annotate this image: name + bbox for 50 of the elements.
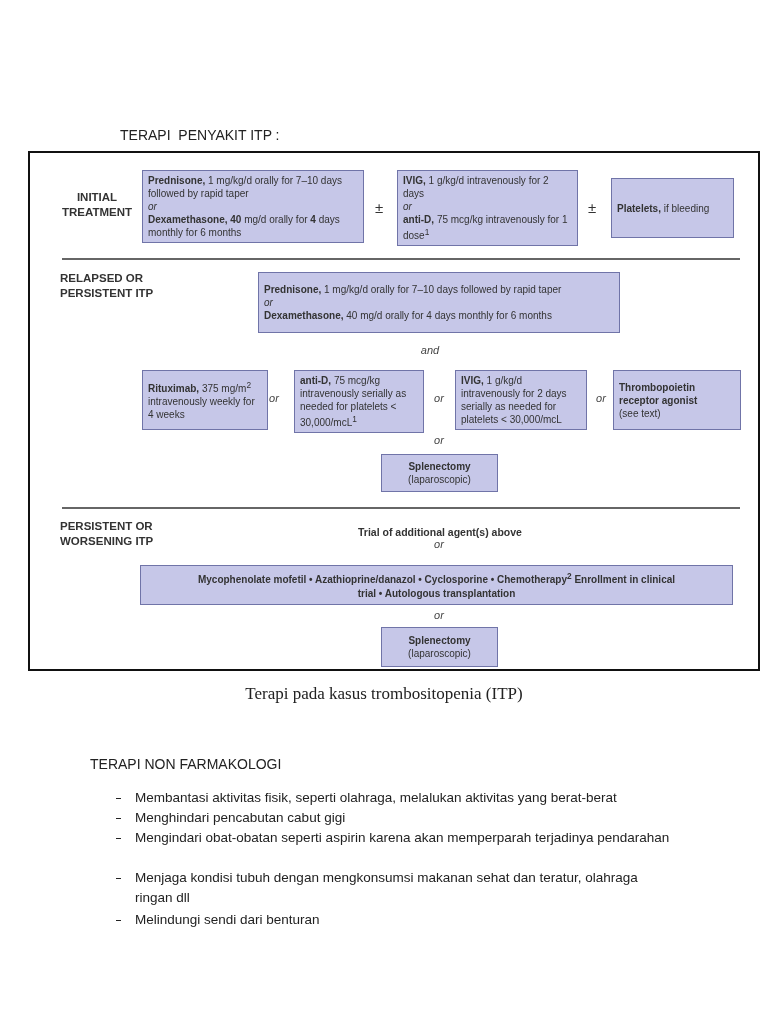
figure-caption: Terapi pada kasus trombositopenia (ITP): [244, 684, 524, 704]
section-heading: INITIAL TREATMENT: [60, 190, 134, 220]
conjunction-text: or: [433, 609, 445, 621]
conjunction-text: or: [433, 538, 445, 550]
conjunction-text: or: [433, 392, 445, 404]
list-item: Membantasi aktivitas fisik, seperti olahraga, melalukan aktivitas yang berat-berat: [135, 789, 618, 807]
treatment-box: [258, 272, 620, 333]
section-heading: RELAPSED OR PERSISTENT ITP: [60, 271, 155, 301]
conjunction-text: or: [403, 200, 413, 213]
box-text: anti-D, 75 mcg/kg intravenously serially as needed for platelets < 30,000/mcL$^{1}$: [300, 374, 408, 430]
list-item: Menghindari pencabutan cabut gigi: [135, 809, 347, 827]
plus-minus-sign: ±: [586, 199, 598, 216]
treatment-box: [294, 370, 424, 434]
plus-minus-sign: ±: [373, 199, 385, 216]
box-text: (see text): [619, 406, 662, 420]
box-text: Mycophenolate mofetil • Azathioprine/danazol • Cyclosporine • Chemotherapy$^{2}$ Enrollment in clinical trial • Autologous transplantation: [196, 570, 677, 600]
box-text: Prednisone, 1 mg/kg/d orally for 7–10 days followed by rapid taper: [264, 283, 563, 296]
conjunction-text: or: [264, 296, 274, 309]
treatment-box: [455, 370, 587, 430]
treatment-box: [381, 627, 498, 667]
section-heading: TERAPI NON FARMAKOLOGI: [90, 756, 283, 772]
treatment-box: [140, 565, 733, 605]
box-text: Platelets, if bleeding: [617, 201, 711, 215]
list-item: Melindungi sendi dari benturan: [135, 911, 321, 929]
treatment-box: [397, 170, 578, 247]
treatment-box: [142, 370, 268, 430]
box-text: (laparoscopic): [408, 647, 471, 660]
box-text: anti-D, 75 mcg/kg intravenously for 1 dose$^{1}$: [403, 213, 569, 243]
treatment-box: [613, 370, 741, 430]
box-text: Dexamethasone, 40 mg/d orally for 4 days monthly for 6 months: [264, 309, 553, 322]
box-text: Dexamethasone, 40 mg/d orally for 4 days monthly for 6 months: [148, 213, 341, 239]
conjunction-text: or: [268, 392, 280, 404]
conjunction-text: and: [419, 344, 441, 356]
treatment-box: [142, 170, 364, 243]
conjunction-text: or: [595, 392, 607, 404]
box-text: Rituximab, 375 mg/m$^{2}$ intravenously weekly for 4 weeks: [148, 378, 256, 422]
treatment-box: [611, 178, 734, 238]
list-item: Mengindari obat-obatan seperti aspirin karena akan memperparah terjadinya pendarahan: [135, 829, 671, 847]
box-text: IVIG, 1 g/kg/d intravenously for 2 days serially as needed for platelets < 30,000/mcL: [461, 374, 568, 426]
box-text: Splenectomy: [408, 460, 471, 473]
box-text: Splenectomy: [408, 634, 471, 647]
conjunction-text: or: [148, 200, 158, 213]
box-text: (laparoscopic): [408, 473, 471, 486]
box-text: Thrombopoietin receptor agonist: [619, 380, 699, 407]
treatment-box: [381, 454, 498, 492]
conjunction-text: or: [433, 434, 445, 446]
list-item: Menjaga kondisi tubuh dengan mengkonsumsi makanan sehat dan teratur, olahraga ringan dll: [135, 869, 639, 907]
treatment-note: Trial of additional agent(s) above: [357, 525, 523, 540]
page-title: TERAPI PENYAKIT ITP :: [120, 127, 280, 143]
section-heading: PERSISTENT OR WORSENING ITP: [60, 519, 155, 549]
